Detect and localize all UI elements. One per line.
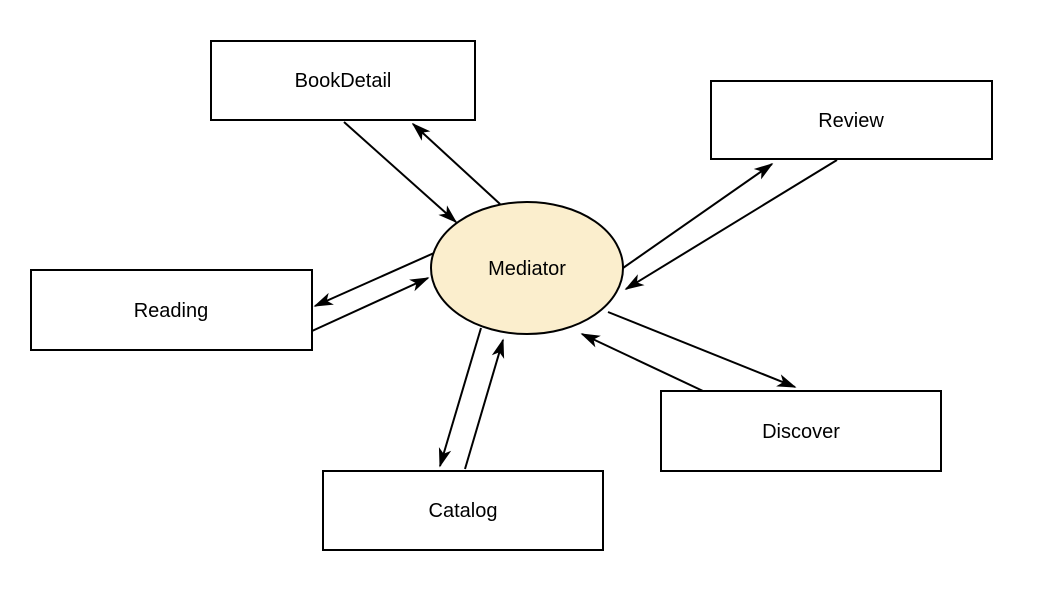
edge-catalog-to-mediator: [464, 338, 505, 470]
mediator-node-label: Mediator: [488, 258, 566, 280]
node-catalog-label: Catalog: [429, 500, 498, 522]
node-reading-label: Reading: [134, 300, 209, 322]
edge-mediator-to-review: [622, 163, 774, 269]
node-reading-box: [30, 269, 313, 351]
edge-mediator-to-reading: [313, 252, 435, 307]
node-discover-label: Discover: [762, 421, 840, 443]
edge-bookdetail-to-mediator: [343, 121, 458, 224]
edge-mediator-to-bookdetail: [411, 122, 501, 205]
node-discover-box: [660, 390, 942, 472]
node-bookdetail-box: [210, 40, 476, 121]
edge-mediator-to-catalog: [438, 327, 482, 468]
edge-mediator-to-discover: [607, 311, 797, 388]
edge-review-to-mediator: [624, 159, 838, 290]
node-bookdetail-label: BookDetail: [295, 70, 392, 92]
mediator-node-ellipse: [430, 201, 624, 335]
node-review-box: [710, 80, 993, 160]
edge-discover-to-mediator: [580, 333, 704, 392]
node-review-label: Review: [818, 110, 884, 132]
edge-reading-to-mediator: [311, 277, 430, 332]
node-catalog-box: [322, 470, 604, 551]
